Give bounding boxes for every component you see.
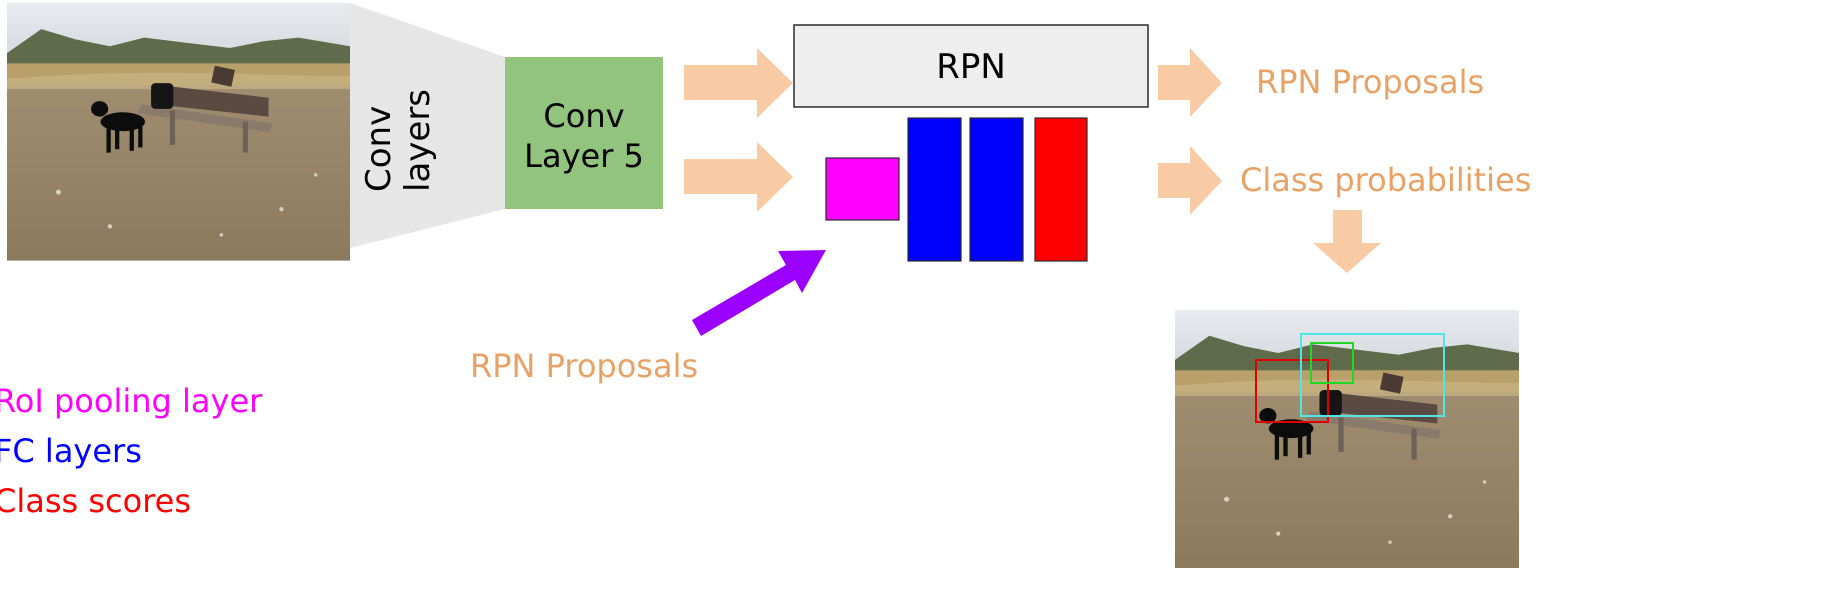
legend-class-scores: Class scores — [0, 482, 192, 520]
rpn-proposals-out-label: RPN Proposals — [1256, 63, 1485, 101]
rpn-proposals-in-label: RPN Proposals — [470, 347, 699, 385]
class-probabilities-label: Class probabilities — [1240, 161, 1532, 199]
fc-layer-block-2 — [969, 117, 1024, 262]
detection-box-bench — [1300, 333, 1445, 417]
arrow-down-to-output — [1313, 210, 1381, 273]
conv-layers-label-line2: layers — [398, 88, 439, 192]
legend-roi: RoI pooling layer — [0, 382, 263, 420]
arrow-rpn-proposals-in — [692, 250, 826, 336]
conv-layers-block — [350, 3, 505, 248]
detection-box-dog — [1255, 359, 1329, 423]
arrow-class-probabilities-out — [1158, 146, 1222, 215]
conv-layer5-block — [505, 57, 663, 209]
arrow-to-roi — [684, 142, 793, 212]
input-image — [7, 3, 350, 261]
rpn-box — [793, 24, 1149, 108]
rpn-label: RPN — [936, 47, 1006, 87]
roi-pooling-block — [825, 157, 900, 221]
conv-layers-label-line1: Conv — [359, 105, 399, 192]
fc-layer-block-1 — [907, 117, 962, 262]
legend-fc: FC layers — [0, 432, 142, 470]
output-image — [1175, 310, 1519, 568]
arrow-to-rpn — [684, 48, 793, 118]
arrow-rpn-proposals-out — [1158, 48, 1222, 117]
conv-layers-label: Conv layers — [359, 88, 460, 192]
class-scores-block — [1034, 117, 1088, 262]
conv-layer5-label: Conv Layer 5 — [505, 96, 663, 176]
conv-layer5-label-line1: Conv — [543, 97, 625, 135]
detection-box-bag — [1310, 342, 1354, 384]
conv-layer5-label-line2: Layer 5 — [524, 137, 644, 175]
